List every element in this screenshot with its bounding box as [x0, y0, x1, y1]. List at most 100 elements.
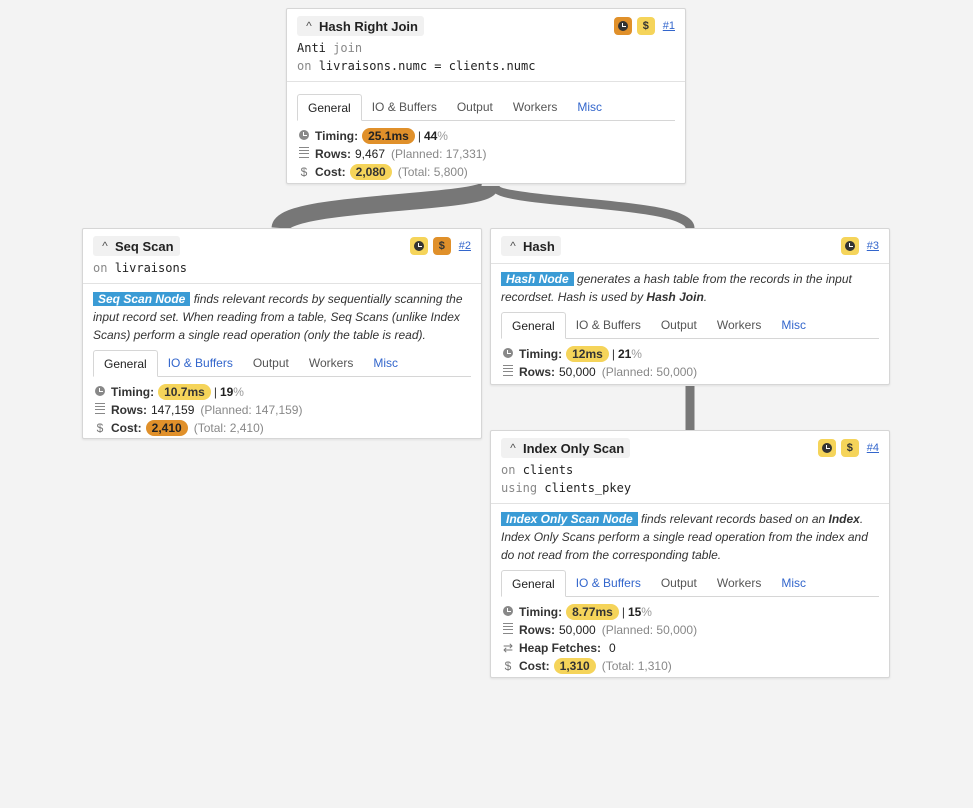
tab-workers[interactable]: Workers — [716, 576, 762, 590]
description-tail: . — [703, 290, 708, 304]
timing-value: 25.1ms — [362, 128, 415, 144]
cost-value: 2,080 — [349, 164, 392, 180]
node-id-link[interactable]: #1 — [662, 20, 675, 32]
node-header: ^ Seq Scan $ #2 on livraisons — [83, 229, 481, 283]
timing-row: Timing: 25.1ms | 44% — [297, 127, 675, 145]
join-condition: on livraisons.numc = clients.numc — [297, 57, 675, 75]
clock-icon — [299, 130, 309, 140]
timing-badge-icon — [409, 237, 428, 255]
rows-row: Rows: 147,159 (Planned: 147,159) — [93, 401, 471, 419]
relation-name: clients — [522, 463, 574, 477]
node-title: Seq Scan — [115, 238, 174, 254]
on-keyword: on — [93, 261, 108, 275]
cost-row: $ Cost: 2,080 (Total: 5,800) — [297, 163, 675, 181]
tab-io-buffers[interactable]: IO & Buffers — [167, 356, 233, 370]
timing-value: 8.77ms — [566, 604, 619, 620]
timing-row: Timing: 12ms | 21% — [501, 345, 879, 363]
edge-1-2 — [271, 181, 499, 233]
using-keyword: using — [501, 481, 538, 495]
node-description: Hash Node generates a hash table from th… — [491, 263, 889, 310]
rows-planned: (Planned: 17,331) — [391, 147, 487, 161]
clock-icon — [413, 241, 424, 251]
tab-io-buffers[interactable]: IO & Buffers — [575, 576, 641, 590]
cost-total: (Total: 1,310) — [601, 659, 672, 673]
rows-label: Rows: — [111, 403, 147, 417]
timing-label: Timing: — [111, 385, 155, 399]
tab-general[interactable]: General — [297, 94, 362, 121]
dollar-icon: $ — [504, 659, 512, 673]
join-type-text: Anti — [297, 41, 326, 55]
timing-badge-icon — [613, 17, 632, 35]
clock-icon — [503, 606, 513, 616]
node-type-tag: Hash Node — [501, 272, 574, 286]
edge-1-3 — [490, 183, 695, 230]
cost-value: 2,410 — [145, 420, 188, 436]
heap-fetches-label: Heap Fetches: — [519, 641, 602, 655]
collapse-button[interactable]: ^ Hash — [501, 236, 561, 256]
node-header: ^ Index Only Scan $ #4 on clients using … — [491, 431, 889, 503]
cost-row: $ Cost: 2,410 (Total: 2,410) — [93, 419, 471, 437]
collapse-button[interactable]: ^ Index Only Scan — [501, 438, 631, 458]
timing-percent: 21 — [617, 347, 632, 361]
join-keyword: join — [333, 41, 363, 55]
timing-label: Timing: — [315, 129, 359, 143]
node-description: Index Only Scan Node finds relevant reco… — [491, 503, 889, 568]
node-id-link[interactable]: #2 — [458, 240, 471, 252]
swap-icon: ⇄ — [502, 641, 514, 655]
clock-icon — [617, 21, 628, 31]
relation: on clients — [501, 461, 879, 479]
tab-workers[interactable]: Workers — [716, 318, 762, 332]
rows-label: Rows: — [315, 147, 351, 161]
rows-value: 9,467 — [355, 147, 386, 161]
tab-output[interactable]: Output — [252, 356, 289, 370]
tab-io-buffers[interactable]: IO & Buffers — [371, 100, 437, 114]
clock-icon — [503, 348, 513, 358]
join-condition-text: livraisons.numc = clients.numc — [318, 59, 536, 73]
cost-row: $ Cost: 1,310 (Total: 1,310) — [501, 657, 879, 675]
tabs-container: General IO & Buffers Output Workers Misc — [83, 348, 481, 377]
rows-row: Rows: 50,000 (Planned: 50,000) — [501, 621, 879, 639]
rows-planned: (Planned: 147,159) — [200, 403, 303, 417]
node-title: Hash — [523, 238, 555, 254]
chevron-up-icon: ^ — [510, 441, 516, 455]
tab-misc[interactable]: Misc — [373, 356, 398, 370]
percent-sign: % — [631, 347, 642, 361]
tab-output[interactable]: Output — [660, 318, 697, 332]
tab-workers[interactable]: Workers — [512, 100, 558, 114]
node-type-tag: Seq Scan Node — [93, 292, 191, 306]
clock-icon — [821, 443, 832, 453]
dollar-icon: $ — [300, 165, 308, 179]
tab-general[interactable]: General — [501, 570, 566, 597]
node-description: Seq Scan Node finds relevant records by … — [83, 283, 481, 348]
tab-output[interactable]: Output — [456, 100, 493, 114]
tab-workers[interactable]: Workers — [308, 356, 354, 370]
tab-output[interactable]: Output — [660, 576, 697, 590]
heap-fetches-row: ⇄ Heap Fetches: 0 — [501, 639, 879, 657]
collapse-button[interactable]: ^ Seq Scan — [93, 236, 180, 256]
cost-value: 1,310 — [553, 658, 596, 674]
tab-misc[interactable]: Misc — [781, 576, 806, 590]
timing-row: Timing: 10.7ms | 19% — [93, 383, 471, 401]
node-header: ^ Hash #3 — [491, 229, 889, 263]
node-id-link[interactable]: #3 — [866, 240, 879, 252]
tab-misc[interactable]: Misc — [781, 318, 806, 332]
rows-label: Rows: — [519, 365, 555, 379]
cost-label: Cost: — [111, 421, 142, 435]
timing-label: Timing: — [519, 347, 563, 361]
join-type: Anti join — [297, 39, 675, 57]
clock-icon — [844, 241, 855, 251]
relation: on livraisons — [93, 259, 471, 277]
collapse-button[interactable]: ^ Hash Right Join — [297, 16, 424, 36]
rows-icon — [503, 623, 513, 634]
tab-misc[interactable]: Misc — [577, 100, 602, 114]
description-text: generates a hash table from the records … — [501, 272, 852, 304]
plan-node-2: ^ Seq Scan $ #2 on livraisons Seq Scan N… — [82, 228, 482, 439]
node-id-link[interactable]: #4 — [866, 442, 879, 454]
timing-value: 10.7ms — [158, 384, 211, 400]
cost-total: (Total: 5,800) — [397, 165, 468, 179]
stats-panel: Timing: 25.1ms | 44% Rows: 9,467 (Planne… — [287, 121, 685, 187]
tab-io-buffers[interactable]: IO & Buffers — [575, 318, 641, 332]
rows-label: Rows: — [519, 623, 555, 637]
tab-general[interactable]: General — [501, 312, 566, 339]
tab-general[interactable]: General — [93, 350, 158, 377]
